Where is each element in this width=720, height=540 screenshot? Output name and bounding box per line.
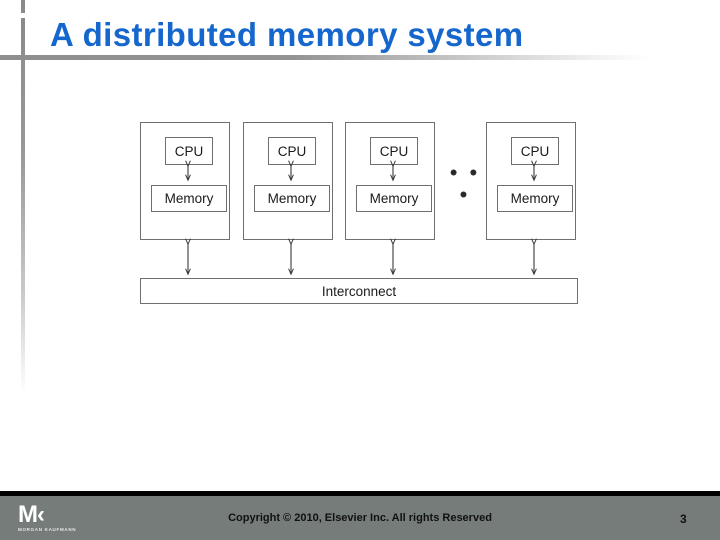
node-group-2: CPU Memory xyxy=(243,122,333,240)
morgan-kaufmann-logo: M‹ MORGAN KAUFMANN xyxy=(18,501,98,533)
memory-box-3: Memory xyxy=(356,185,432,212)
cpu-box-1: CPU xyxy=(165,137,213,165)
title-vertical-rule xyxy=(21,18,25,488)
copyright-text: Copyright © 2010, Elsevier Inc. All righ… xyxy=(228,512,492,524)
cpu-box-2: CPU xyxy=(268,137,316,165)
cpu-box-4: CPU xyxy=(511,137,559,165)
footer-divider xyxy=(0,491,720,496)
node-group-1: CPU Memory xyxy=(140,122,230,240)
cpu-box-3: CPU xyxy=(370,137,418,165)
ellipsis-indicator: • • • xyxy=(449,160,481,207)
memory-box-2: Memory xyxy=(254,185,330,212)
title-vertical-rule-top xyxy=(21,0,25,13)
logo-mark-icon: M‹ xyxy=(18,501,45,528)
page-number: 3 xyxy=(680,512,687,526)
memory-box-1: Memory xyxy=(151,185,227,212)
interconnect-box: Interconnect xyxy=(140,278,578,304)
logo-subtitle: MORGAN KAUFMANN xyxy=(18,527,77,532)
title-horizontal-rule xyxy=(0,55,650,60)
memory-box-4: Memory xyxy=(497,185,573,212)
node-group-3: CPU Memory xyxy=(345,122,435,240)
page-title: A distributed memory system xyxy=(50,16,524,53)
node-group-4: CPU Memory xyxy=(486,122,576,240)
footer-bar xyxy=(0,496,720,540)
